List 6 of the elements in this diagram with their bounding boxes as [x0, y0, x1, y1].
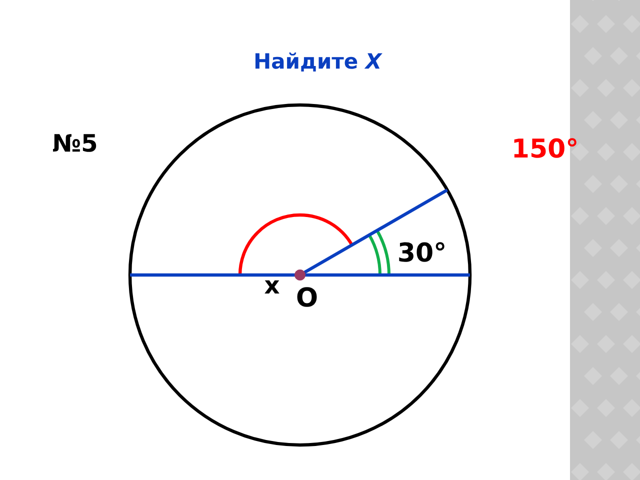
label: №5 [53, 134, 96, 152]
label: x [264, 280, 280, 294]
label: O [297, 287, 317, 307]
title: Найдите X [255, 52, 382, 72]
label: 150° [514, 138, 576, 158]
label: 30° [399, 242, 444, 262]
